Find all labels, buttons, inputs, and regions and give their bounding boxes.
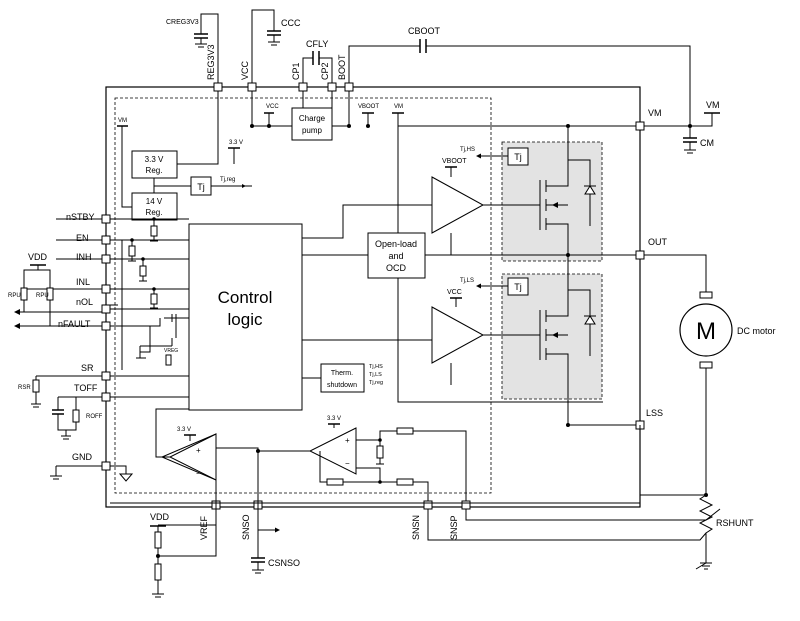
tjreg-in: Tj,reg [369,380,383,386]
tjhs-label: Tj,HS [460,147,475,153]
ctrl-l1: Control [218,288,273,307]
svg-text:+: + [196,446,201,455]
svg-text:−: − [345,459,350,468]
pin-label-cp2: CP2 [320,62,330,80]
pin-reg3v3 [213,82,223,92]
dc-motor [679,303,733,357]
pin-vm [635,121,645,131]
pin-label-nstby: nSTBY [66,212,95,222]
motor-label: DC motor [737,326,776,336]
pin-label-nol: nOL [76,297,93,307]
reg33-l2: Reg. [146,166,163,175]
pin-label-vcc: VCC [240,60,250,80]
vdd-top-label: VDD [28,252,48,262]
motor-symbol: M [696,318,716,345]
tjls-in: Tj,LS [369,372,382,378]
svg-text:+: + [345,436,350,445]
pin-out [635,250,645,260]
vreg-tiny: VREG [164,348,178,354]
pin-label-lss: LSS [646,408,663,418]
creg-label: CREG3V3 [166,19,199,26]
pin-label-vref: VREF [199,515,209,540]
pin-snsn [423,500,433,510]
pin-label-sr: SR [81,363,94,373]
pin-label-snsn: SNSN [411,515,421,540]
tjls-label: Tj,LS [460,278,474,284]
svg-text:−: − [196,469,201,478]
reg14-l1: 14 V [146,197,163,206]
therm-l2: shutdown [327,382,357,389]
tj-block-label: Tj [197,182,205,192]
rpu1-label: RPU [8,293,21,299]
reg33-l1: 3.3 V [145,155,164,164]
pin-label-en: EN [76,233,89,243]
csnso-label: CSNSO [268,558,300,568]
rshunt-label: RSHUNT [716,518,754,528]
roff-label: ROFF [86,414,103,420]
pin-label-nfault: nFAULT [58,319,91,329]
charge-pump-block [291,107,333,141]
vcc-int-label: VCC [266,104,279,110]
pin-label-toff: TOFF [74,383,98,393]
vboot-label: VBOOT [442,158,467,165]
pin-label-inl: INL [76,277,90,287]
rpu2-label: RPU [36,293,49,299]
tj-hs-box-label: Tj [514,152,522,162]
cboot-label: CBOOT [408,26,441,36]
high-side-driver [431,176,485,234]
sense-amplifier [308,427,357,475]
vm-rail-label: VM [706,100,720,110]
pin-label-snsp: SNSP [449,515,459,540]
thermal-shutdown-block [320,363,365,393]
supply-33-c: 3.3 V [327,416,341,422]
ccc-label: CCC [281,18,301,28]
pin-label-gnd: GND [72,452,93,462]
reg14-l2: Reg. [146,208,163,217]
control-logic-block [188,223,303,411]
rsr-label: RSR [18,385,31,391]
pin-cp1 [298,82,308,92]
pin-boot [344,82,354,92]
tj-ls-box-label: Tj [514,282,522,292]
ctrl-l2: logic [228,310,263,329]
supply-33-a: 3.3 V [229,140,243,146]
therm-l1: Therm. [331,370,353,377]
open-load-ocd-block [367,232,426,279]
tjhs-in: Tj,HS [369,364,383,370]
high-side-mosfet [539,126,596,255]
cp-l1: Charge [299,114,326,123]
vdd-bot-label: VDD [150,512,170,522]
cfly-label: CFLY [306,39,328,49]
pin-label-vm: VM [648,108,662,118]
pin-snsp [461,500,471,510]
cm-label: CM [700,138,714,148]
pin-label-boot: BOOT [337,54,347,80]
pin-vcc [247,82,257,92]
supply-33-b: 3.3 V [177,427,191,433]
pin-label-inh: INH [76,252,92,262]
tj-reg-label: Tj,reg [220,177,235,183]
low-side-mosfet [539,255,596,425]
pin-cp2 [327,82,337,92]
cp-l2: pump [302,126,323,135]
low-side-driver [431,306,485,364]
pin-label-reg3v3: REG3V3 [206,44,216,80]
ol-l2: and [388,251,403,261]
pin-label-out: OUT [648,237,668,247]
vboot-int-label: VBOOT [358,104,379,110]
input-pulldowns [121,219,158,370]
vcc-drv-label: VCC [447,289,462,296]
vm-tiny-label: VM [118,118,127,124]
pin-label-snso: SNSO [241,514,251,540]
ic-outline [105,86,641,508]
pin-label-cp1: CP1 [291,62,301,80]
ol-l1: Open-load [375,239,417,249]
ol-l3: OCD [386,263,407,273]
vm-int-label: VM [394,104,403,110]
